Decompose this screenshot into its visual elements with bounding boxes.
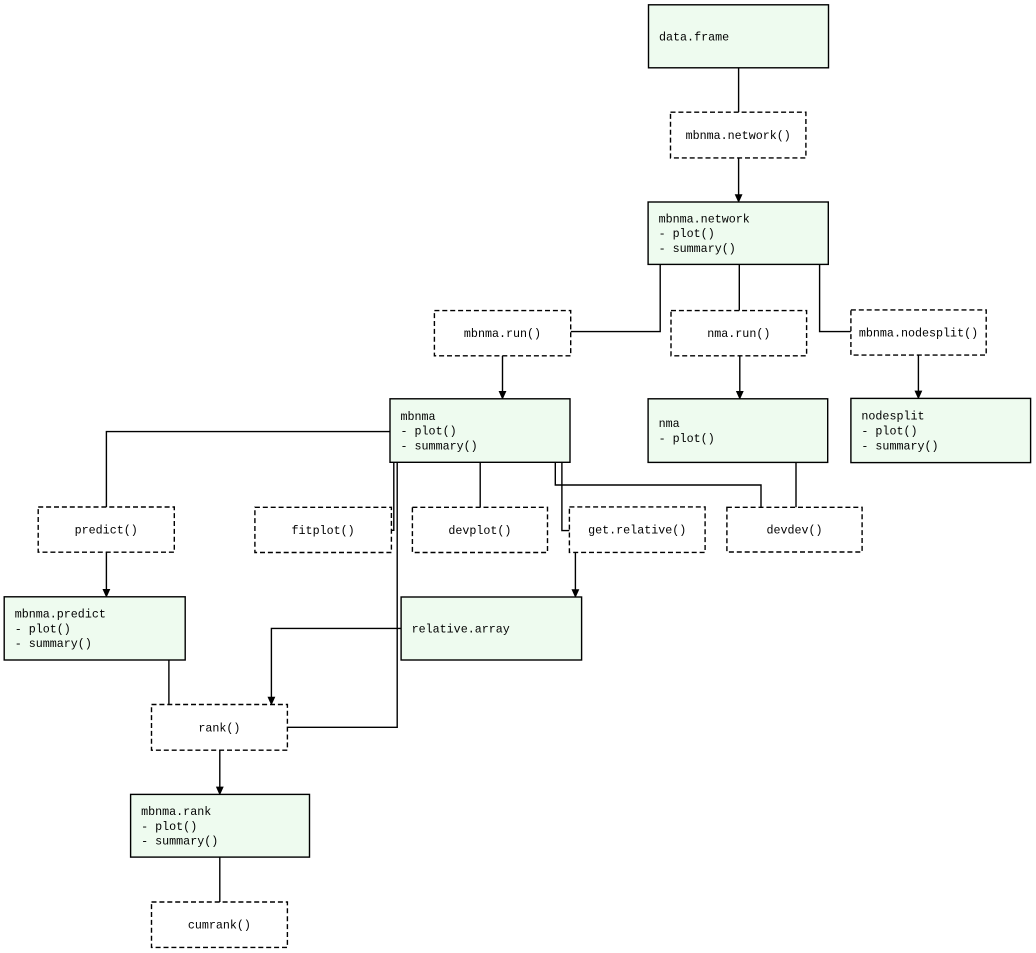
svg-text:mbnma.network: mbnma.network [659,212,750,226]
svg-text:nma: nma [659,417,680,431]
svg-text:- plot(): - plot() [15,622,71,636]
svg-text:fitplot(): fitplot() [292,524,355,538]
svg-text:data.frame: data.frame [659,30,729,44]
svg-text:mbnma.predict: mbnma.predict [15,608,106,622]
svg-text:- summary(): - summary() [141,835,218,849]
svg-text:- summary(): - summary() [861,439,938,453]
svg-text:- plot(): - plot() [401,425,457,439]
svg-text:- plot(): - plot() [659,227,715,241]
svg-text:mbnma.nodesplit(): mbnma.nodesplit() [859,327,978,341]
svg-text:- summary(): - summary() [15,637,92,651]
svg-text:mbnma.run(): mbnma.run() [464,327,541,341]
svg-text:nma.run(): nma.run() [707,327,770,341]
svg-text:rank(): rank() [198,721,240,735]
svg-text:mbnma.rank: mbnma.rank [141,805,211,819]
svg-text:get.relative(): get.relative() [588,524,686,538]
svg-text:predict(): predict() [75,524,138,538]
svg-text:devplot(): devplot() [448,524,511,538]
svg-text:- plot(): - plot() [141,820,197,834]
svg-text:nodesplit: nodesplit [861,410,924,424]
svg-text:- plot(): - plot() [861,425,917,439]
svg-text:- summary(): - summary() [401,439,478,453]
svg-text:devdev(): devdev() [766,524,822,538]
svg-text:relative.array: relative.array [412,623,510,637]
svg-text:- plot(): - plot() [659,432,715,446]
svg-text:- summary(): - summary() [659,242,736,256]
svg-text:mbnma: mbnma [401,410,436,424]
svg-text:mbnma.network(): mbnma.network() [686,129,791,143]
svg-text:cumrank(): cumrank() [188,919,251,933]
